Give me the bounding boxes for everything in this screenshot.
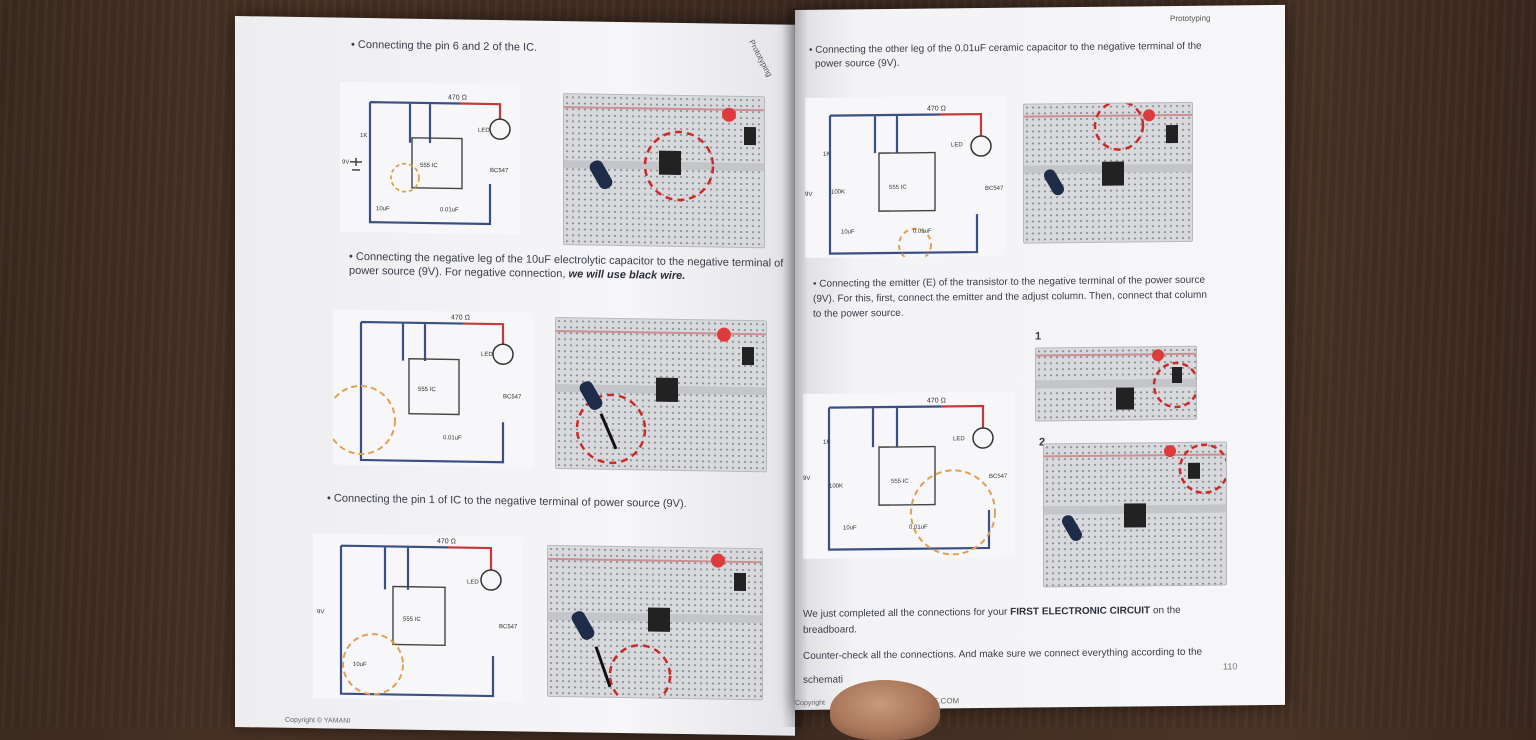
right-page: Prototyping • Connecting the other leg o…: [795, 4, 1285, 711]
step-label-1: 1: [1035, 330, 1042, 343]
label-led: LED: [478, 128, 490, 134]
closing-line-4: schemati: [803, 674, 844, 686]
breadboard-1: [563, 93, 765, 249]
svg-text:10uF: 10uF: [843, 525, 857, 531]
left-page: Prototyping • Connecting the pin 6 and 2…: [235, 16, 795, 736]
breadboard-step-1: [1035, 345, 1197, 422]
label-r-top: 470 Ω: [448, 94, 467, 101]
svg-text:0.01uF: 0.01uF: [909, 525, 928, 531]
schematic-4: 470 Ω 1K 100K 555 IC LED BC547 9V 10uF 0…: [805, 95, 1005, 258]
breadboard-4: [1023, 101, 1193, 244]
svg-text:LED: LED: [951, 142, 963, 148]
left-caption-3: • Connecting the pin 1 of IC to the nega…: [327, 492, 687, 511]
right-header: Prototyping: [1170, 13, 1211, 24]
svg-text:BC547: BC547: [503, 394, 522, 400]
label-ic: 555 IC: [420, 163, 438, 169]
svg-text:10uF: 10uF: [353, 662, 367, 668]
svg-text:9V: 9V: [317, 609, 324, 615]
breadboard-step-2: [1043, 441, 1227, 588]
svg-text:LED: LED: [467, 580, 479, 586]
book-gutter: [782, 8, 808, 727]
schematic-1: 470 Ω 1K 555 IC LED BC547 9V 10uF 0.01uF: [340, 81, 520, 235]
svg-text:555 IC: 555 IC: [889, 185, 907, 191]
svg-text:555 IC: 555 IC: [418, 387, 436, 393]
label-transistor: BC547: [490, 168, 509, 174]
schematic-2: 470 Ω 555 IC LED BC547 0.01uF: [333, 309, 533, 468]
first-electronic-circuit-emphasis: FIRST ELECTRONIC CIRCUIT: [1010, 605, 1151, 618]
svg-text:BC547: BC547: [985, 186, 1004, 192]
svg-text:0.01uF: 0.01uF: [913, 229, 932, 235]
black-wire-emphasis: we will use black wire.: [568, 268, 686, 283]
svg-text:9V: 9V: [803, 476, 810, 482]
right-caption-1b: power source (9V).: [815, 57, 900, 70]
svg-text:10uF: 10uF: [841, 229, 855, 235]
closing-line-3: Counter-check all the connections. And m…: [803, 646, 1203, 662]
right-caption-2c: to the power source.: [813, 307, 904, 320]
svg-text:555 IC: 555 IC: [891, 479, 909, 485]
left-header: Prototyping: [747, 38, 774, 79]
svg-text:470 Ω: 470 Ω: [437, 538, 456, 545]
svg-text:470 Ω: 470 Ω: [927, 105, 946, 112]
svg-text:100K: 100K: [831, 189, 845, 195]
breadboard-2: [555, 317, 767, 473]
page-number: 110: [1223, 661, 1238, 672]
left-footer: Copyright © YAMANI: [285, 716, 351, 725]
svg-text:LED: LED: [481, 352, 493, 358]
svg-text:100K: 100K: [829, 483, 843, 489]
label-c1: 10uF: [376, 206, 390, 212]
left-caption-1: • Connecting the pin 6 and 2 of the IC.: [351, 38, 538, 54]
svg-text:LED: LED: [953, 436, 965, 442]
svg-text:1K: 1K: [823, 152, 830, 158]
svg-text:BC547: BC547: [989, 474, 1008, 480]
right-caption-1: • Connecting the other leg of the 0.01uF…: [809, 40, 1202, 56]
svg-text:555 IC: 555 IC: [403, 617, 421, 623]
closing-line-2: breadboard.: [803, 624, 857, 636]
svg-text:BC547: BC547: [499, 624, 518, 630]
svg-text:470 Ω: 470 Ω: [927, 397, 946, 404]
schematic-3: 470 Ω 555 IC LED BC547 9V 10uF: [313, 533, 523, 702]
thumb: [830, 680, 940, 740]
label-battery: 9V: [342, 160, 349, 166]
svg-text:0.01uF: 0.01uF: [443, 435, 462, 441]
schematic-5: 470 Ω 1K 100K 555 IC LED BC547 9V 10uF 0…: [803, 391, 1015, 559]
label-c2: 0.01uF: [440, 207, 459, 213]
svg-text:9V: 9V: [805, 192, 812, 198]
svg-text:470 Ω: 470 Ω: [451, 314, 470, 321]
breadboard-3: [547, 544, 763, 701]
closing-line-1: We just completed all the connections fo…: [803, 604, 1181, 620]
label-r1: 1K: [360, 133, 367, 139]
right-caption-2b: (9V). For this, first, connect the emitt…: [813, 289, 1207, 305]
svg-text:1K: 1K: [823, 440, 830, 446]
